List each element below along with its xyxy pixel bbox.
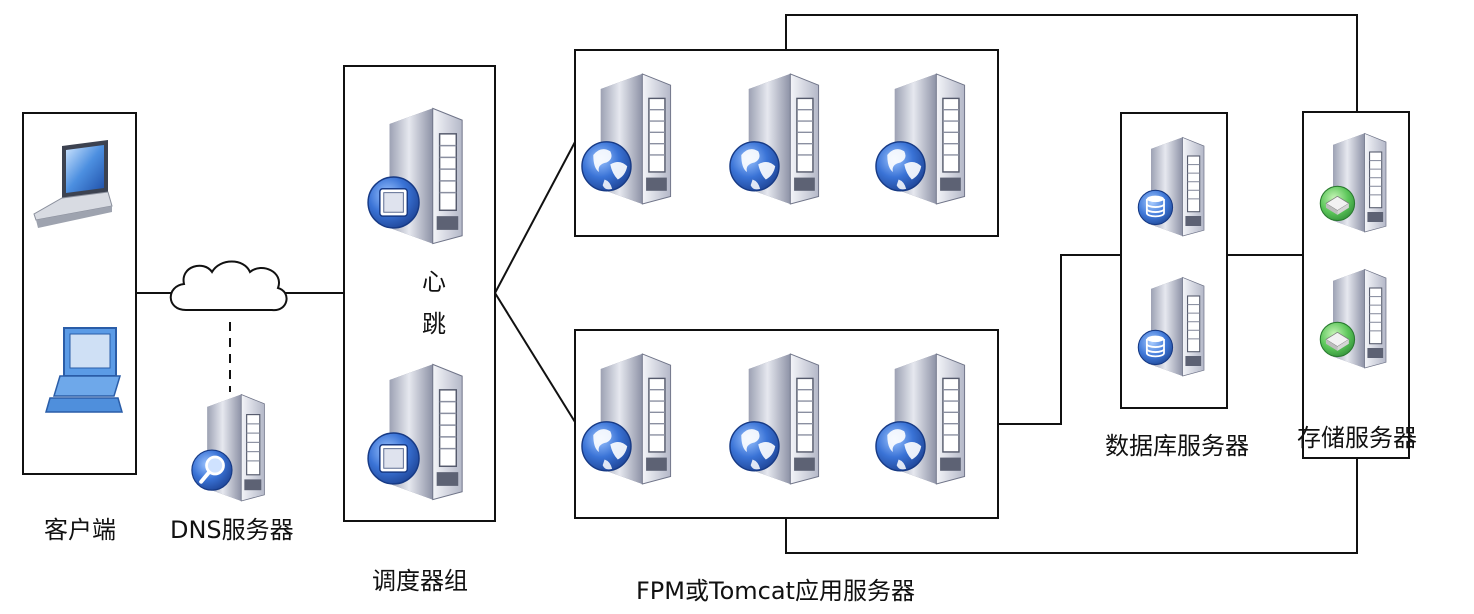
line-scheduler-to-app-top <box>494 141 576 294</box>
dns-server-label: DNS服务器 <box>170 516 294 544</box>
line-app-top-to-storage <box>785 14 1358 112</box>
db-server-label: 数据库服务器 <box>1105 432 1249 460</box>
heartbeat-label-2: 跳 <box>422 310 446 338</box>
line-app-bottom-to-storage <box>785 458 1358 554</box>
app-server-label: FPM或Tomcat应用服务器 <box>636 577 915 605</box>
cloud-icon <box>169 260 288 312</box>
connection-lines <box>136 14 1358 554</box>
line-app-to-db <box>998 254 1121 425</box>
client-label: 客户端 <box>44 516 116 544</box>
storage-server-label: 存储服务器 <box>1297 424 1417 452</box>
heartbeat-label-1: 心 <box>422 268 446 296</box>
dns-server-icon <box>192 395 265 501</box>
line-scheduler-to-app-bottom <box>494 292 576 423</box>
scheduler-group-label: 调度器组 <box>372 567 468 595</box>
desktop-computer-icon <box>45 327 123 413</box>
laptop-icon <box>33 140 113 228</box>
